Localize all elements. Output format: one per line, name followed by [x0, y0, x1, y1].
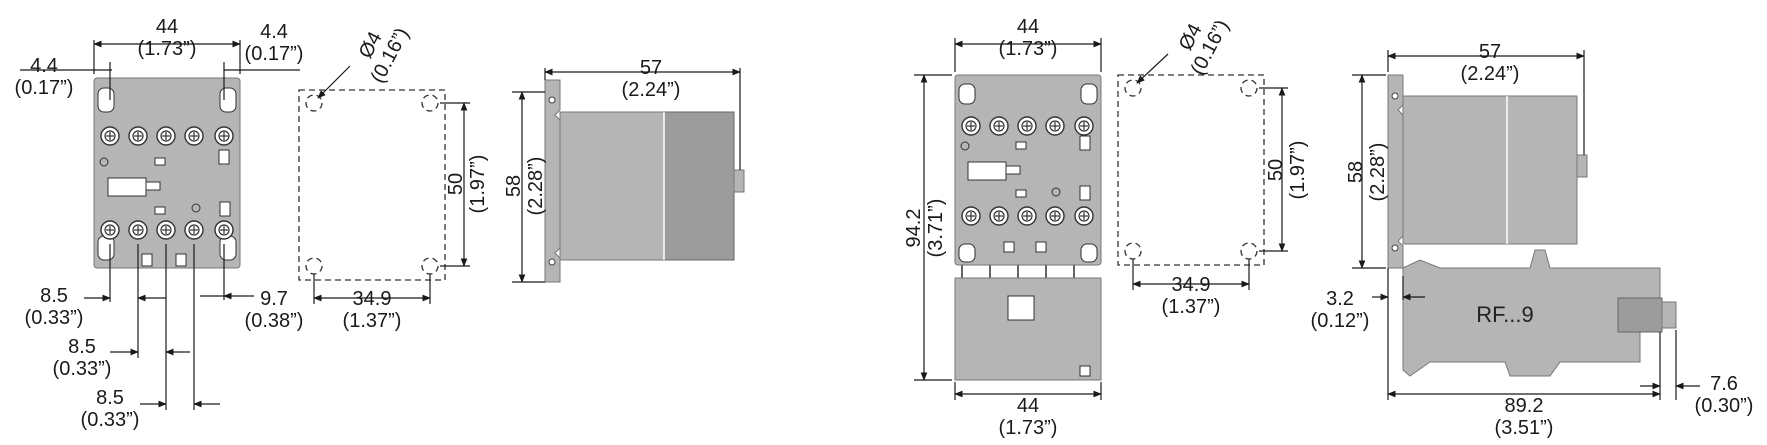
- dim-a-hole-height-mm: 50: [445, 173, 467, 195]
- dim-a-right-term-mm: 9.7: [260, 288, 288, 310]
- relay-label: RF...9: [1476, 302, 1533, 327]
- dim-b-hole-height-mm: 50: [1265, 159, 1287, 181]
- dim-a-hole-height-in: (1.97”): [467, 155, 489, 214]
- dim-b-hole-width-in: (1.37”): [1162, 296, 1221, 318]
- dim-b-hole-width-mm: 34.9: [1172, 274, 1211, 296]
- dim-b-height-mm-side: 58: [1345, 161, 1367, 183]
- dim-b-height-in: (3.71”): [925, 199, 947, 258]
- figure-b: 44 (1.73”) 94.2 (3.71”) 44 (1.73”) Ø4 (0…: [903, 16, 1754, 439]
- dim-b-depth-mm: 57: [1479, 41, 1501, 63]
- dim-a-hole-width-in: (1.37”): [343, 310, 402, 332]
- dim-a-pitch3-mm: 8.5: [96, 387, 124, 409]
- dim-a-right-offset-in: (0.17”): [245, 43, 304, 65]
- dim-a-width-mm: 44: [156, 16, 178, 38]
- contactor-front-view-a: [93, 77, 241, 269]
- dim-b-width-in: (1.73”): [999, 38, 1058, 60]
- dim-b-height-mm: 94.2: [903, 209, 925, 248]
- dim-b-overhang-in: (0.30”): [1695, 395, 1754, 417]
- figure-a: 44 (1.73”) 4.4 (0.17”) 4.4 (0.17”) 8.5 (…: [15, 16, 745, 431]
- drilling-template-a: Ø4 (0.16”) 50 (1.97”) 34.9 (1.37”): [298, 24, 489, 332]
- dim-b-bottom-width-in: (1.73”): [999, 417, 1058, 439]
- dim-a-depth-mm: 57: [640, 57, 662, 79]
- contactor-side-view-a: [544, 79, 745, 283]
- dim-b-height-in-side: (2.28”): [1367, 143, 1389, 202]
- dim-a-right-term-in: (0.38”): [245, 310, 304, 332]
- contactor-front-view-b: [954, 74, 1102, 381]
- dim-b-offset-mm: 3.2: [1326, 288, 1354, 310]
- dim-b-width-mm: 44: [1017, 16, 1039, 38]
- dim-a-pitch3-in: (0.33”): [81, 409, 140, 431]
- dim-a-width-in: (1.73”): [138, 38, 197, 60]
- dim-a-height-in: (2.28”): [525, 157, 547, 216]
- dim-a-pitch2-mm: 8.5: [68, 336, 96, 358]
- dim-b-bottom-width-mm: 44: [1017, 395, 1039, 417]
- dim-a-right-offset-mm: 4.4: [260, 21, 288, 43]
- dim-b-total-mm: 89.2: [1505, 395, 1544, 417]
- dim-a-height-mm: 58: [503, 175, 525, 197]
- dim-a-depth-in: (2.24”): [622, 79, 681, 101]
- contactor-side-view-b: RF...9: [1387, 74, 1677, 377]
- dim-a-pitch1-in: (0.33”): [25, 307, 84, 329]
- dim-b-offset-in: (0.12”): [1311, 310, 1370, 332]
- dim-a-hole-width-mm: 34.9: [353, 288, 392, 310]
- dim-b-overhang-mm: 7.6: [1710, 373, 1738, 395]
- dim-b-hole-height-in: (1.97”): [1287, 141, 1309, 200]
- dim-a-pitch1-mm: 8.5: [40, 285, 68, 307]
- dim-b-total-in: (3.51”): [1495, 417, 1554, 439]
- dim-b-depth-in: (2.24”): [1461, 63, 1520, 85]
- drilling-template-b: Ø4 (0.16”) 50 (1.97”) 34.9 (1.37”): [1117, 16, 1309, 318]
- dim-a-left-offset-in: (0.17”): [15, 77, 74, 99]
- dim-a-pitch2-in: (0.33”): [53, 358, 112, 380]
- dim-a-left-offset-mm: 4.4: [30, 55, 58, 77]
